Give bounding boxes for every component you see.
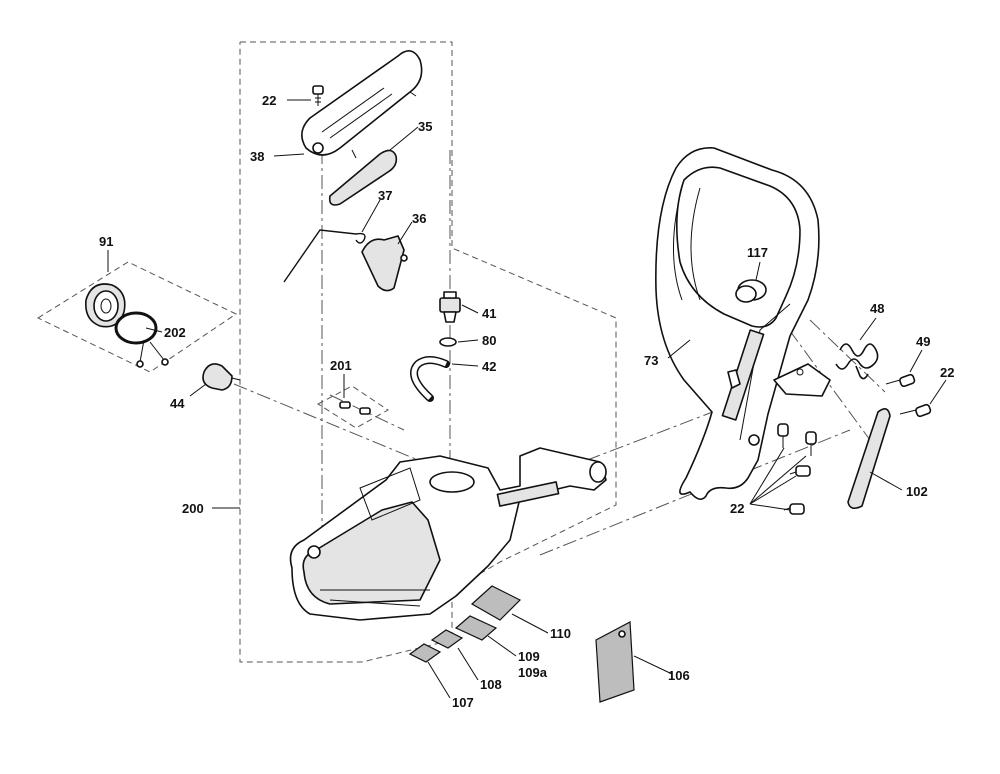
part-22-screw-top xyxy=(312,85,324,106)
handle-bracket xyxy=(773,363,831,397)
o-ring-202 xyxy=(114,311,158,345)
alignment-lines xyxy=(233,150,886,556)
callout-41: 41 xyxy=(482,306,496,321)
callout-36: 36 xyxy=(412,211,426,226)
callout-110: 110 xyxy=(550,626,571,641)
part-38-handle-cover xyxy=(301,50,423,159)
callout-labels: 22 38 35 37 36 91 202 44 41 80 42 201 20… xyxy=(99,93,954,710)
starter-group-91 xyxy=(36,261,238,373)
part-49-screw xyxy=(885,373,916,388)
decals xyxy=(408,585,522,663)
part-41-valve xyxy=(439,291,461,323)
callout-42: 42 xyxy=(482,359,496,374)
callout-22-bottom: 22 xyxy=(730,501,744,516)
callout-73: 73 xyxy=(644,353,658,368)
callout-80: 80 xyxy=(482,333,496,348)
callout-48: 48 xyxy=(870,301,884,316)
callout-22-top: 22 xyxy=(262,93,276,108)
part-102-strip xyxy=(847,408,891,510)
callout-201: 201 xyxy=(330,358,352,373)
callout-108: 108 xyxy=(480,677,502,692)
part-36-lever xyxy=(361,235,408,292)
part-117-grommet xyxy=(735,279,767,303)
callout-117: 117 xyxy=(747,245,768,260)
part-22-screw-right xyxy=(899,403,932,418)
part-44 xyxy=(202,363,241,391)
callout-22-right: 22 xyxy=(940,365,954,380)
part-80-washer xyxy=(439,337,457,347)
part-201-pins xyxy=(317,385,389,429)
part-48-spring xyxy=(835,343,879,380)
decal-107 xyxy=(408,643,442,663)
decal-110 xyxy=(470,585,522,621)
part-22-screws-bottom xyxy=(777,423,817,515)
callout-202: 202 xyxy=(164,325,186,340)
callout-49: 49 xyxy=(916,334,930,349)
callout-107: 107 xyxy=(452,695,474,710)
callout-200: 200 xyxy=(182,501,204,516)
assembly-boundary-200 xyxy=(239,41,617,663)
part-73-front-handle xyxy=(655,147,820,500)
decal-109 xyxy=(454,615,498,641)
callout-109a: 109a xyxy=(518,665,548,680)
leader-lines xyxy=(107,99,947,699)
callout-106: 106 xyxy=(668,668,690,683)
part-37-spring xyxy=(283,229,366,283)
part-35-trigger xyxy=(328,149,398,206)
decal-108 xyxy=(430,629,464,649)
callout-44: 44 xyxy=(170,396,185,411)
callout-37: 37 xyxy=(378,188,392,203)
callout-35: 35 xyxy=(418,119,432,134)
part-200-rear-handle-housing xyxy=(289,447,607,621)
part-42-hose xyxy=(410,356,450,402)
part-106-tag xyxy=(595,621,635,703)
callout-109: 109 xyxy=(518,649,540,664)
callout-38: 38 xyxy=(250,149,264,164)
callout-91: 91 xyxy=(99,234,113,249)
callout-102: 102 xyxy=(906,484,928,499)
